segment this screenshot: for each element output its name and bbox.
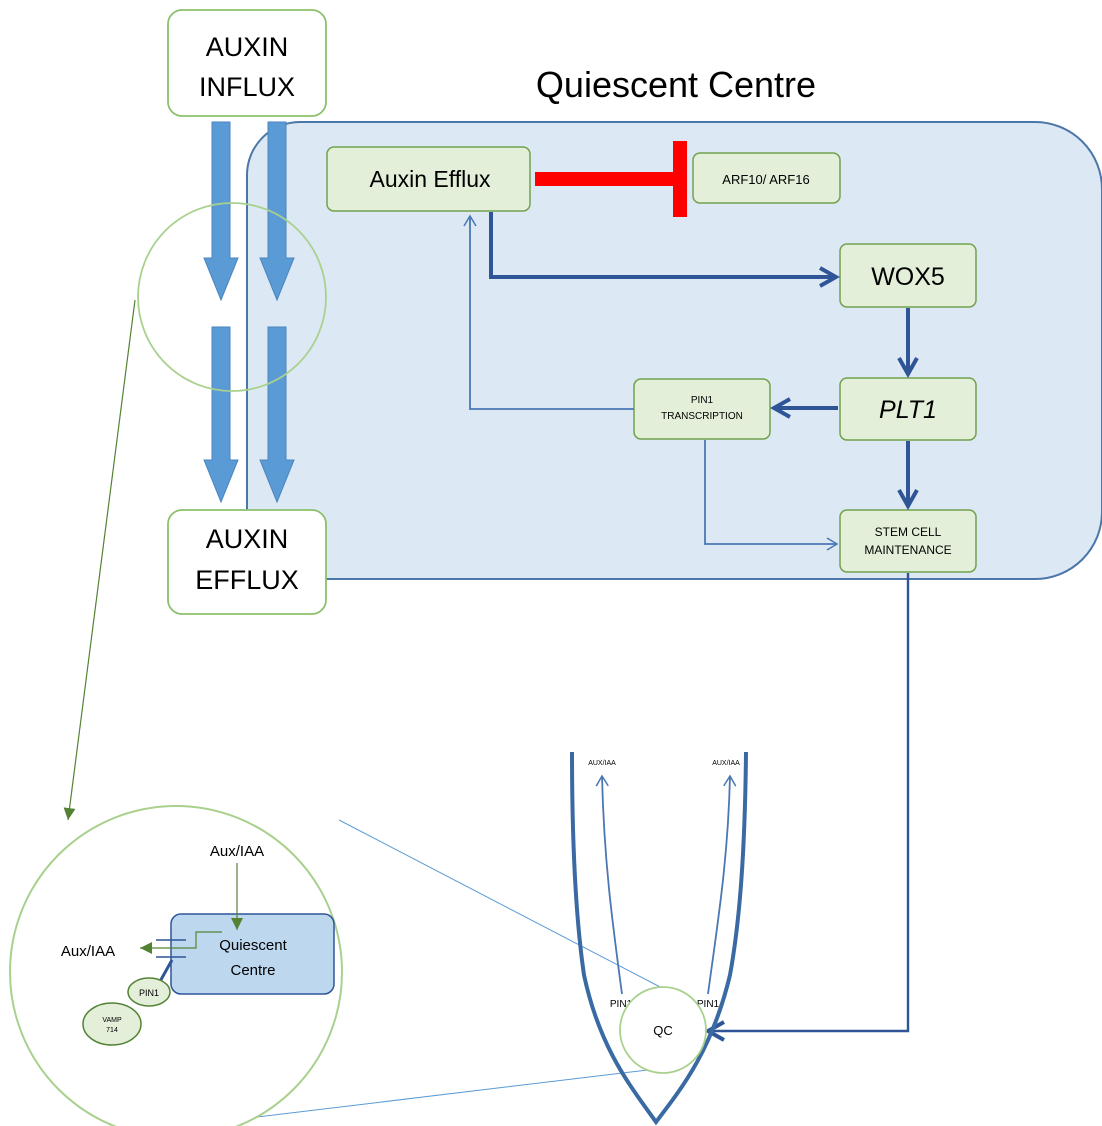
zoom-source-circle [137,202,327,392]
inset-aux-iaa-top: Aux/IAA [210,843,264,860]
root-arrow-right [707,774,737,995]
flow-arrow-left-upper [203,121,239,302]
flow-arrow-left-lower [203,326,239,504]
plt1-label: PLT1 [879,396,937,424]
auxin-influx-label-2: INFLUX [199,72,295,102]
inset-pin1-label: PIN1 [139,988,159,998]
stem-cell-node: STEM CELL MAINTENANCE [839,509,977,573]
zoom-connector-top [338,819,663,989]
pin1-transcription-node: PIN1 TRANSCRIPTION [633,378,771,440]
zoom-connector-bottom [231,1067,665,1121]
auxin-efflux-big-node: AUXIN EFFLUX [167,509,327,615]
auxin-influx-label-1: AUXIN [206,32,289,62]
zoom-inset: Quiescent Centre Aux/IAA Aux/IAA PIN1 VA… [9,805,343,1126]
auxin-efflux-label: Auxin Efflux [369,166,491,192]
inset-qc-label-1: Quiescent [219,937,287,954]
auxin-flow-arrows [203,121,295,504]
pin1-transcription-label-1: PIN1 [691,395,714,406]
wox5-label: WOX5 [871,263,945,291]
auxin-efflux-big-label-2: EFFLUX [195,565,299,595]
auxin-efflux-big-label-1: AUXIN [206,524,289,554]
root-aux-iaa-left: AUX/IAA [588,760,616,767]
auxin-efflux-node: Auxin Efflux [326,146,531,212]
inset-vamp-node [82,1002,142,1046]
inset-pin1-node [127,977,171,1007]
inset-qc-box [170,913,335,995]
inset-vamp-label-2: 714 [106,1027,118,1034]
arrow-pin1-to-efflux [463,214,634,410]
feedback-arrows [463,214,910,1031]
flow-arrow-right-upper [259,121,295,302]
inhibition-symbol [535,141,687,217]
quiescent-centre-title: Quiescent Centre [536,64,816,105]
stem-cell-label-2: MAINTENANCE [864,543,951,557]
inset-qc-label-2: Centre [230,962,275,979]
flow-arrow-right-lower [259,326,295,504]
auxin-influx-node: AUXIN INFLUX [167,9,327,117]
root-pin1-right: PIN1 [697,999,720,1010]
quiescent-centre-region [246,121,1102,580]
wox5-node: WOX5 [839,243,977,308]
root-arrows [595,774,737,995]
arf-node: ARF10/ ARF16 [692,152,841,204]
inset-membrane-channel [156,939,186,958]
root-outer [570,751,748,1126]
plt1-node: PLT1 [839,377,977,441]
pin1-transcription-label-2: TRANSCRIPTION [661,411,743,422]
zoom-connector-green [63,299,136,821]
qc-node: QC [619,986,707,1074]
inset-aux-iaa-left: Aux/IAA [61,943,115,960]
inset-efflux-path [140,931,222,954]
inset-vamp-label-1: VAMP [102,1017,122,1024]
root-pin1-left: PIN1 [610,999,633,1010]
arrow-pin1-to-stem-cell [704,440,839,551]
root-aux-iaa-right: AUX/IAA [712,760,740,767]
root-outline [570,751,748,1126]
arf-label: ARF10/ ARF16 [722,172,809,187]
qc-label: QC [653,1023,673,1038]
arrow-stem-cell-to-qc [708,573,910,1031]
stem-cell-label-1: STEM CELL [875,525,942,539]
arrow-efflux-to-wox5 [489,212,836,277]
pathway-arrows [489,212,908,506]
root-arrow-left [595,774,623,995]
